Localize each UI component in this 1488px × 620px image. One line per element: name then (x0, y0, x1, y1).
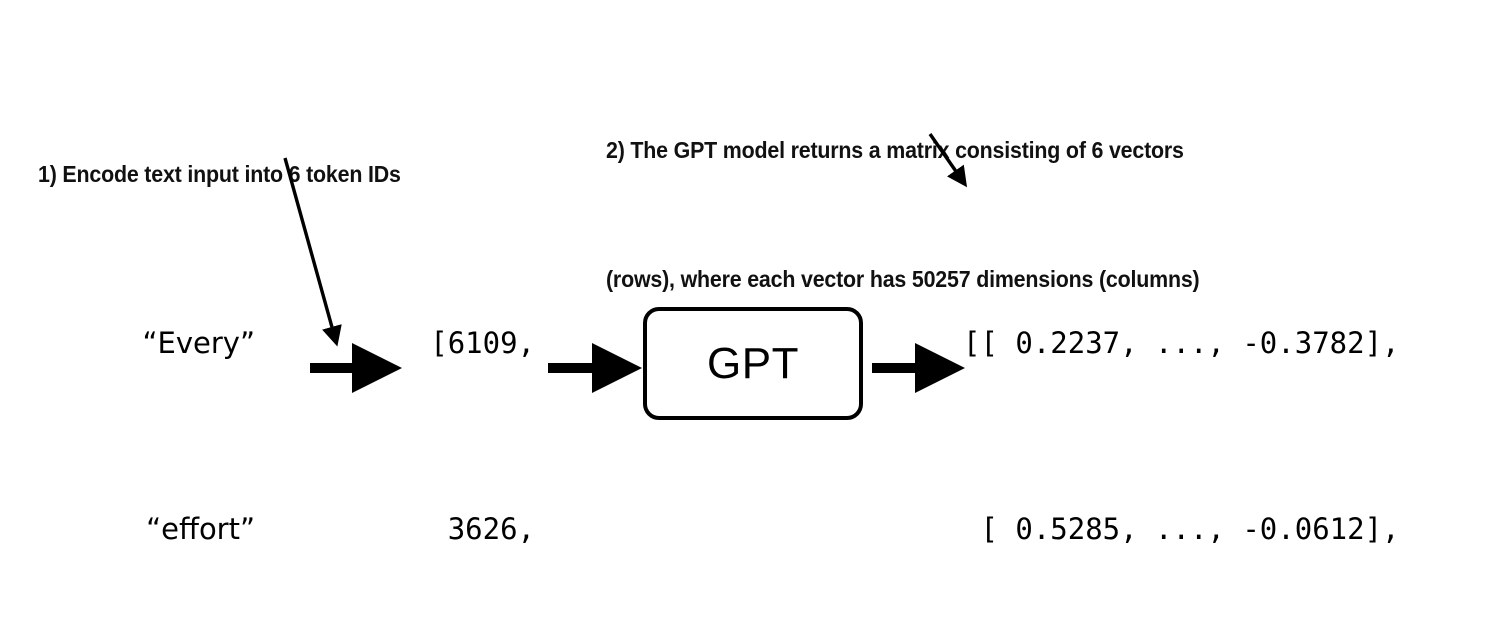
token-text-item: “effort” (146, 512, 255, 546)
token-text-item: “Every” (142, 326, 255, 360)
gpt-model-label: GPT (707, 338, 799, 388)
output-matrix-column: [[ 0.2237, ..., -0.3782], [ 0.5285, ...,… (963, 188, 1400, 620)
matrix-row: [[ 0.2237, ..., -0.3782], (963, 326, 1400, 360)
matrix-row: [ 0.5285, ..., -0.0612], (963, 512, 1400, 546)
caption-step-2-line-2: (rows), where each vector has 50257 dime… (606, 266, 1200, 292)
token-id-item: 3626, (447, 512, 535, 546)
token-text-column: “Every” “effort” “moves” “you” “forward”… (40, 188, 255, 620)
token-id-item: [6109, (430, 326, 535, 360)
gpt-model-box: GPT (643, 307, 863, 420)
caption-step-2: 2) The GPT model returns a matrix consis… (606, 43, 1200, 387)
token-id-column: [6109, 3626, 6100, 345, 2651, 13] (330, 188, 535, 620)
caption-step-2-line-1: 2) The GPT model returns a matrix consis… (606, 137, 1184, 163)
caption-step-1-text: 1) Encode text input into 6 token IDs (38, 161, 401, 187)
